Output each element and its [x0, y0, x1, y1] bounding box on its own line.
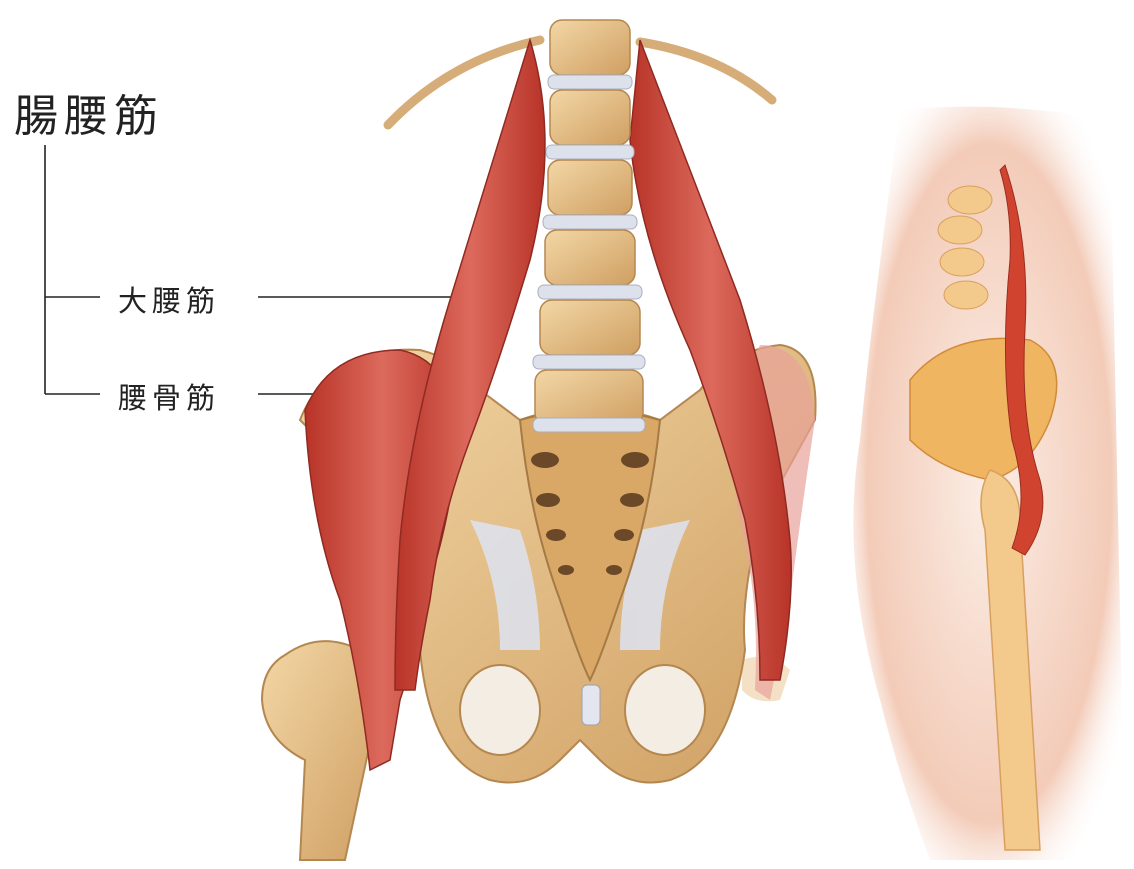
side-view [853, 107, 1125, 860]
diagram-title: 腸腰筋 [14, 80, 164, 144]
lumbar-spine [533, 20, 645, 432]
iliacus-label: 腰骨筋 [118, 375, 220, 417]
psoas-major-label: 大腰筋 [118, 278, 220, 320]
